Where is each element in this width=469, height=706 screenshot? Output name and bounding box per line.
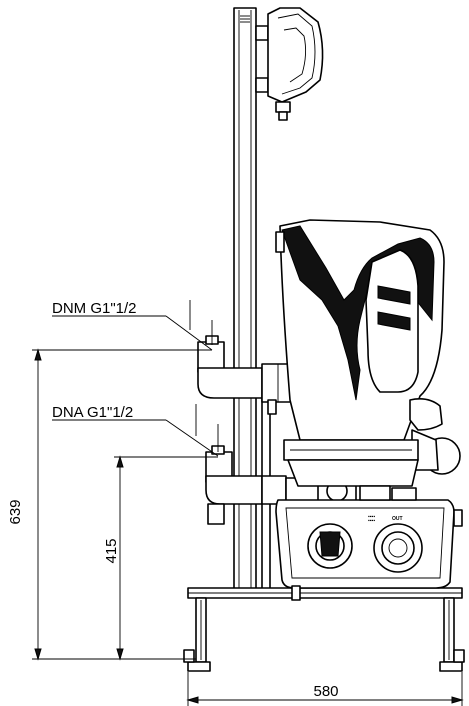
pump-body: OUT ▪▪▪▪ ▪▪▪▪ [275,439,463,601]
label-leaders [52,300,219,457]
dimension-639-value: 639 [7,499,24,524]
dimension-415-value: 415 [103,538,120,563]
pump-cover [275,219,461,475]
port-in-label-1: ▪▪▪▪ [368,514,375,520]
dimension-inlet-height [114,455,218,661]
port-out-label: OUT [392,516,403,522]
control-box [255,7,324,121]
dimension-580-value: 580 [313,683,338,700]
port-in-label-2: ▪▪▪▪ [368,518,375,524]
dnm-label: DNM G1"1/2 [52,300,137,317]
base-frame [183,587,465,672]
dimension-total-height [32,348,212,661]
dimension-base-width [186,672,464,706]
dna-label: DNA G1"1/2 [52,404,133,421]
